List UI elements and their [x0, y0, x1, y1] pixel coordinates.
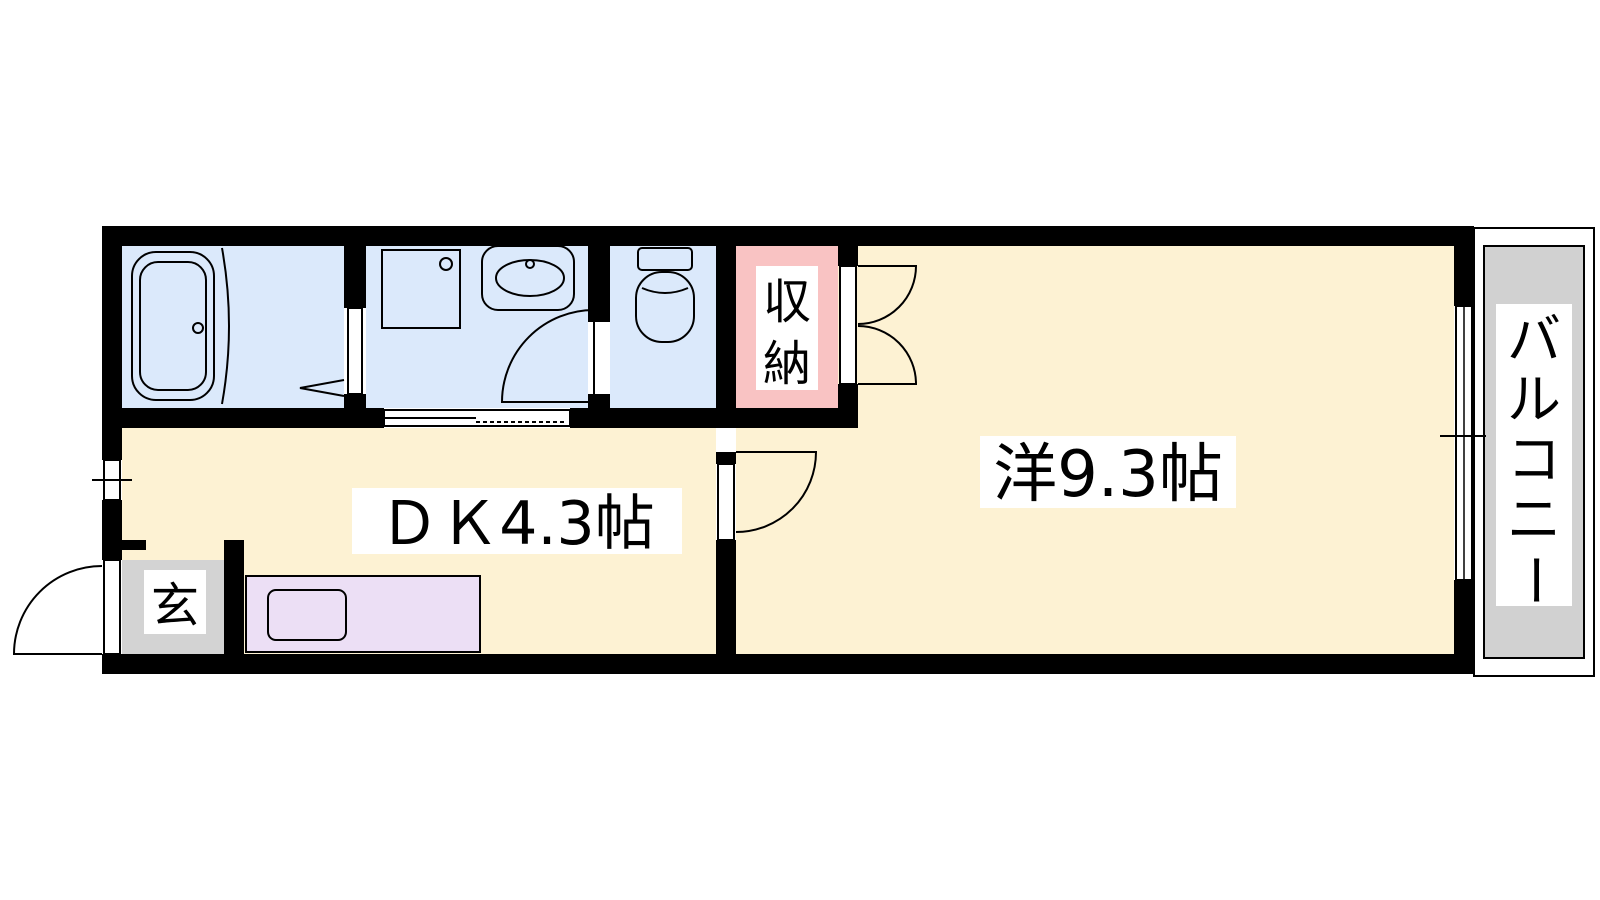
- toilet-door-swing: [500, 309, 595, 403]
- bathroom-door-opening: [347, 307, 363, 395]
- storage-door-opening: [839, 265, 857, 385]
- storage-label-bg: [756, 266, 818, 390]
- western-label-bg: [980, 436, 1236, 508]
- storage-door-swing-bottom: [857, 325, 918, 385]
- balcony-char: コ: [1507, 428, 1561, 491]
- shower-curtain: [221, 247, 230, 405]
- washroom-fill: [366, 244, 588, 408]
- bathroom-fill: [122, 244, 344, 408]
- entrance-door-opening: [103, 559, 121, 655]
- balcony-char: ニ: [1507, 488, 1561, 551]
- toilet-fill: [610, 244, 716, 408]
- balcony-label-bg: [1496, 304, 1572, 606]
- balcony-char: バ: [1507, 308, 1561, 371]
- balcony-char: ー: [1503, 553, 1566, 607]
- room-door-opening: [717, 463, 735, 541]
- storage-door-swing-top: [857, 265, 918, 325]
- bathtub-drain-icon: [192, 322, 204, 334]
- bathtub-icon: [131, 251, 215, 401]
- washer-drain-icon: [439, 257, 453, 271]
- dk-label-bg: [352, 488, 682, 554]
- balcony-char: ル: [1507, 368, 1561, 431]
- faucet-icon: [525, 259, 535, 269]
- entrance-door-swing: [12, 565, 103, 655]
- toilet-seat-line: [641, 287, 689, 294]
- toilet-tank-icon: [637, 247, 693, 271]
- toilet-bowl-icon: [635, 271, 695, 343]
- balcony-label: バ ル コ ニ ー: [1503, 308, 1566, 607]
- western-room-label: 洋9.3帖: [993, 438, 1223, 512]
- dk-room-label: ＤＫ4.3帖: [379, 489, 654, 559]
- walls: [102, 226, 1474, 674]
- bathtub-inner: [139, 261, 207, 391]
- bathroom-door-icon: [299, 379, 345, 397]
- washing-machine-space: [381, 249, 461, 329]
- room-door-swing: [735, 451, 818, 533]
- storage-label-top: 収: [763, 274, 811, 330]
- sink-icon: [267, 589, 347, 641]
- entrance-label-bg: [144, 570, 206, 634]
- entrance-label: 玄: [151, 578, 199, 634]
- storage-label-bottom: 納: [763, 336, 811, 392]
